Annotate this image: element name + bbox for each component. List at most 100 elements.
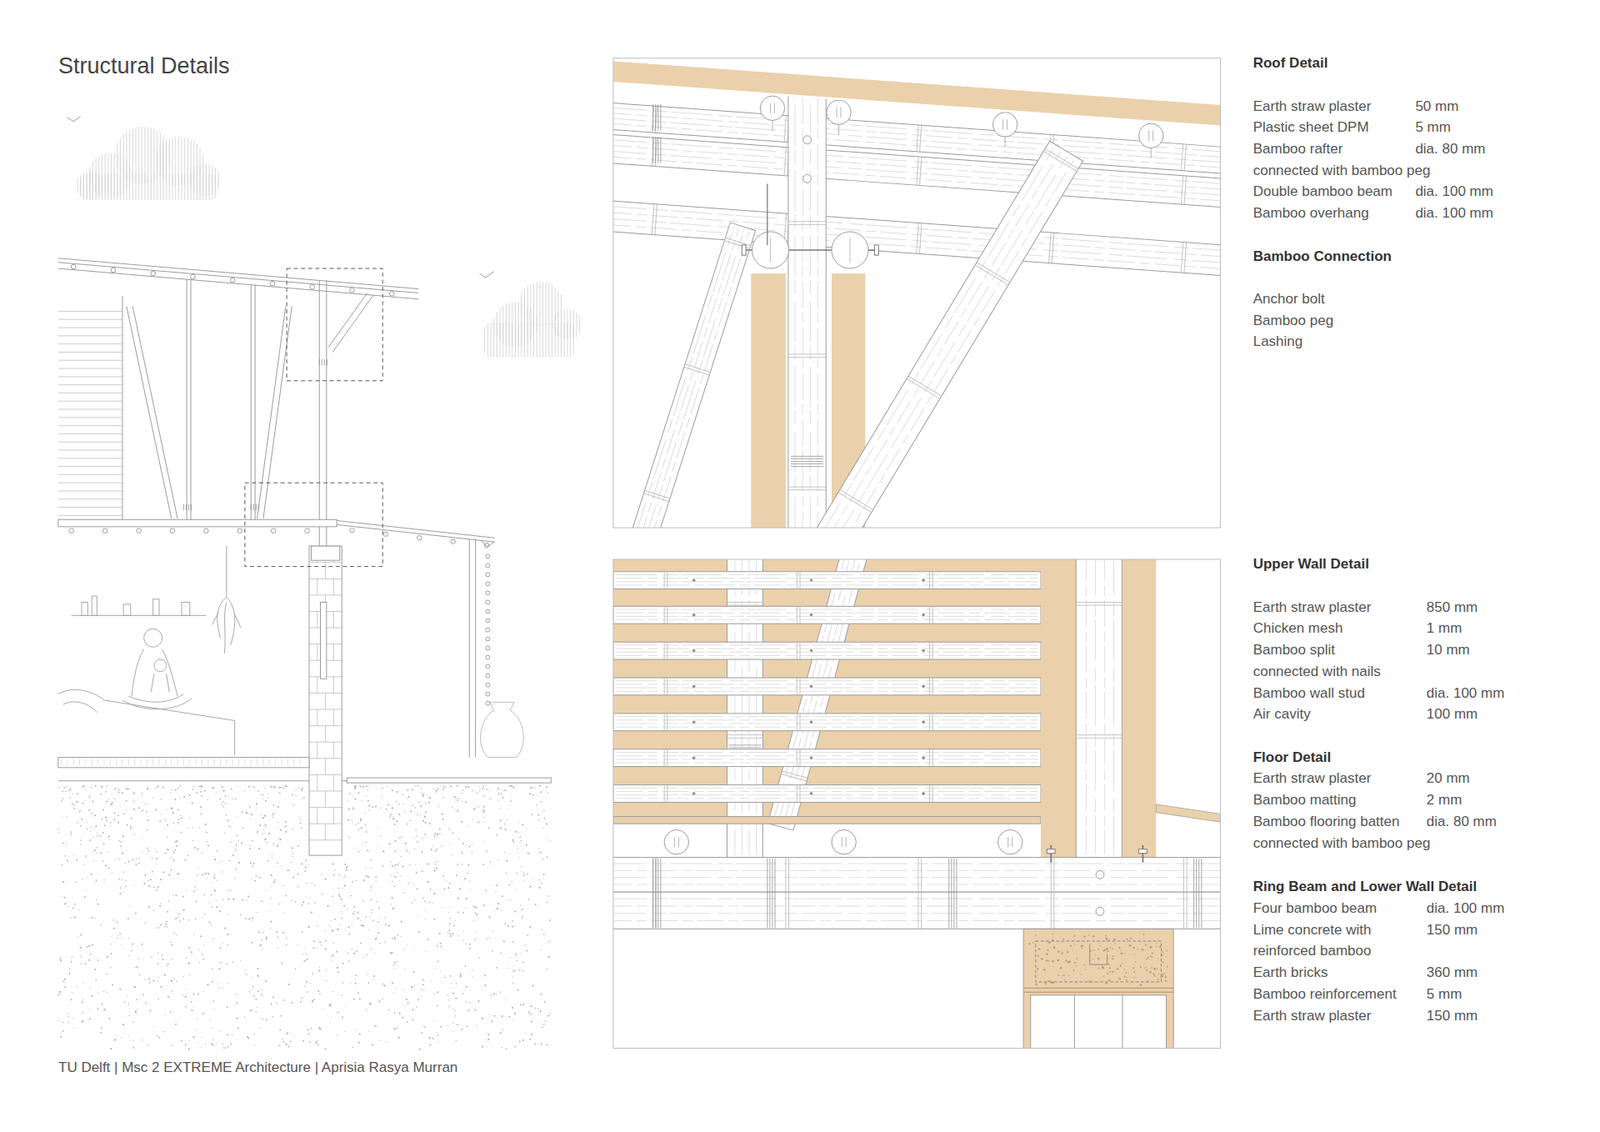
soil-dot bbox=[254, 1044, 255, 1045]
soil-dot bbox=[285, 830, 287, 833]
soil-dot bbox=[235, 798, 236, 800]
soil-dot bbox=[517, 848, 519, 850]
soil-dot bbox=[390, 951, 392, 954]
soil-dot bbox=[73, 915, 75, 917]
soil-dot bbox=[372, 919, 375, 921]
soil-dot bbox=[246, 1035, 249, 1038]
soil-dot bbox=[315, 1041, 317, 1044]
soil-dot bbox=[475, 913, 478, 915]
soil-dot bbox=[312, 974, 314, 975]
soil-dot bbox=[535, 804, 538, 806]
soil-dot bbox=[512, 970, 515, 972]
soil-dot bbox=[159, 820, 161, 822]
soil-dot bbox=[457, 910, 460, 913]
soil-dot bbox=[285, 937, 288, 940]
brick-joint bbox=[316, 644, 318, 661]
soil-dot bbox=[271, 815, 273, 816]
soil-dot bbox=[333, 930, 335, 931]
platform-hatch bbox=[244, 759, 245, 765]
soil-dot bbox=[394, 823, 396, 825]
soil-dot bbox=[377, 825, 379, 827]
soil-dot bbox=[385, 923, 387, 925]
soil-dot bbox=[337, 993, 339, 995]
soil-dot bbox=[520, 1004, 522, 1006]
column-rod bbox=[320, 601, 326, 679]
platform-hatch bbox=[225, 759, 227, 765]
soil-dot bbox=[203, 894, 205, 895]
soil-dot bbox=[433, 892, 435, 895]
soil-dot bbox=[240, 914, 241, 915]
bamboo-peg bbox=[803, 135, 812, 145]
soil-dot bbox=[414, 985, 415, 986]
soil-dot bbox=[545, 785, 548, 788]
chain-link bbox=[485, 554, 490, 559]
soil-dot bbox=[300, 1000, 302, 1003]
soil-dot bbox=[125, 787, 128, 790]
brick-joint bbox=[333, 610, 335, 628]
soil-dot bbox=[465, 1000, 467, 1002]
soil-dot bbox=[70, 833, 72, 835]
soil-dot bbox=[85, 855, 88, 857]
soil-dot bbox=[485, 889, 487, 891]
soil-dot bbox=[96, 835, 98, 836]
soil-dot bbox=[116, 936, 118, 938]
soil-dot bbox=[173, 932, 175, 935]
soil-dot bbox=[473, 920, 475, 921]
bamboo-node bbox=[1045, 148, 1079, 169]
soil-dot bbox=[162, 870, 165, 873]
lashing-mark bbox=[188, 504, 190, 510]
soil-dot bbox=[448, 827, 450, 829]
soil-dot bbox=[161, 954, 164, 956]
soil-dot bbox=[345, 1005, 347, 1006]
soil-dot bbox=[59, 990, 61, 993]
soil-dot bbox=[110, 825, 112, 827]
soil-dot bbox=[115, 859, 117, 860]
soil-dot bbox=[155, 890, 156, 891]
soil-dot bbox=[73, 854, 75, 855]
soil-dot bbox=[525, 852, 527, 854]
soil-dot bbox=[201, 1036, 203, 1038]
soil-dot bbox=[442, 796, 444, 798]
soil-dot bbox=[305, 882, 307, 884]
soil-dot bbox=[147, 879, 150, 881]
soil-dot bbox=[80, 818, 83, 820]
soil-dot bbox=[270, 1002, 273, 1005]
bamboo-node bbox=[685, 364, 710, 373]
person-legs bbox=[122, 694, 192, 710]
bottle bbox=[81, 601, 88, 615]
rafter-section bbox=[310, 284, 315, 290]
soil-dot bbox=[158, 1036, 160, 1039]
soil-dot bbox=[343, 905, 345, 907]
soil-dot bbox=[283, 911, 285, 913]
soil-dot bbox=[253, 862, 255, 864]
soil-dot bbox=[135, 857, 137, 859]
soil-dot bbox=[495, 884, 498, 886]
soil-dot bbox=[449, 843, 450, 845]
soil-dot bbox=[138, 957, 140, 959]
soil-dot bbox=[165, 922, 167, 925]
soil-dot bbox=[91, 995, 94, 997]
soil-dot bbox=[244, 790, 245, 791]
soil-dot bbox=[520, 904, 521, 905]
post-line bbox=[475, 539, 476, 758]
soil-dot bbox=[202, 990, 204, 992]
soil-dot bbox=[347, 952, 350, 955]
soil-dot bbox=[471, 851, 473, 853]
soil-dot bbox=[321, 893, 324, 895]
soil-dot bbox=[257, 990, 260, 992]
soil-dot bbox=[375, 1025, 377, 1027]
chain-link bbox=[485, 664, 490, 669]
soil-dot bbox=[351, 923, 353, 925]
soil-dot bbox=[450, 935, 453, 937]
soil-dot bbox=[329, 925, 330, 926]
soil-dot bbox=[273, 804, 275, 806]
soil-dot bbox=[548, 895, 550, 896]
soil-dot bbox=[201, 851, 203, 853]
soil-dot bbox=[348, 933, 350, 935]
soil-dot bbox=[339, 924, 340, 925]
soil-dot bbox=[110, 943, 112, 945]
soil-dot bbox=[452, 1030, 454, 1032]
soil-dot bbox=[269, 910, 271, 913]
soil-dot bbox=[483, 795, 485, 797]
soil-dot bbox=[158, 975, 160, 977]
